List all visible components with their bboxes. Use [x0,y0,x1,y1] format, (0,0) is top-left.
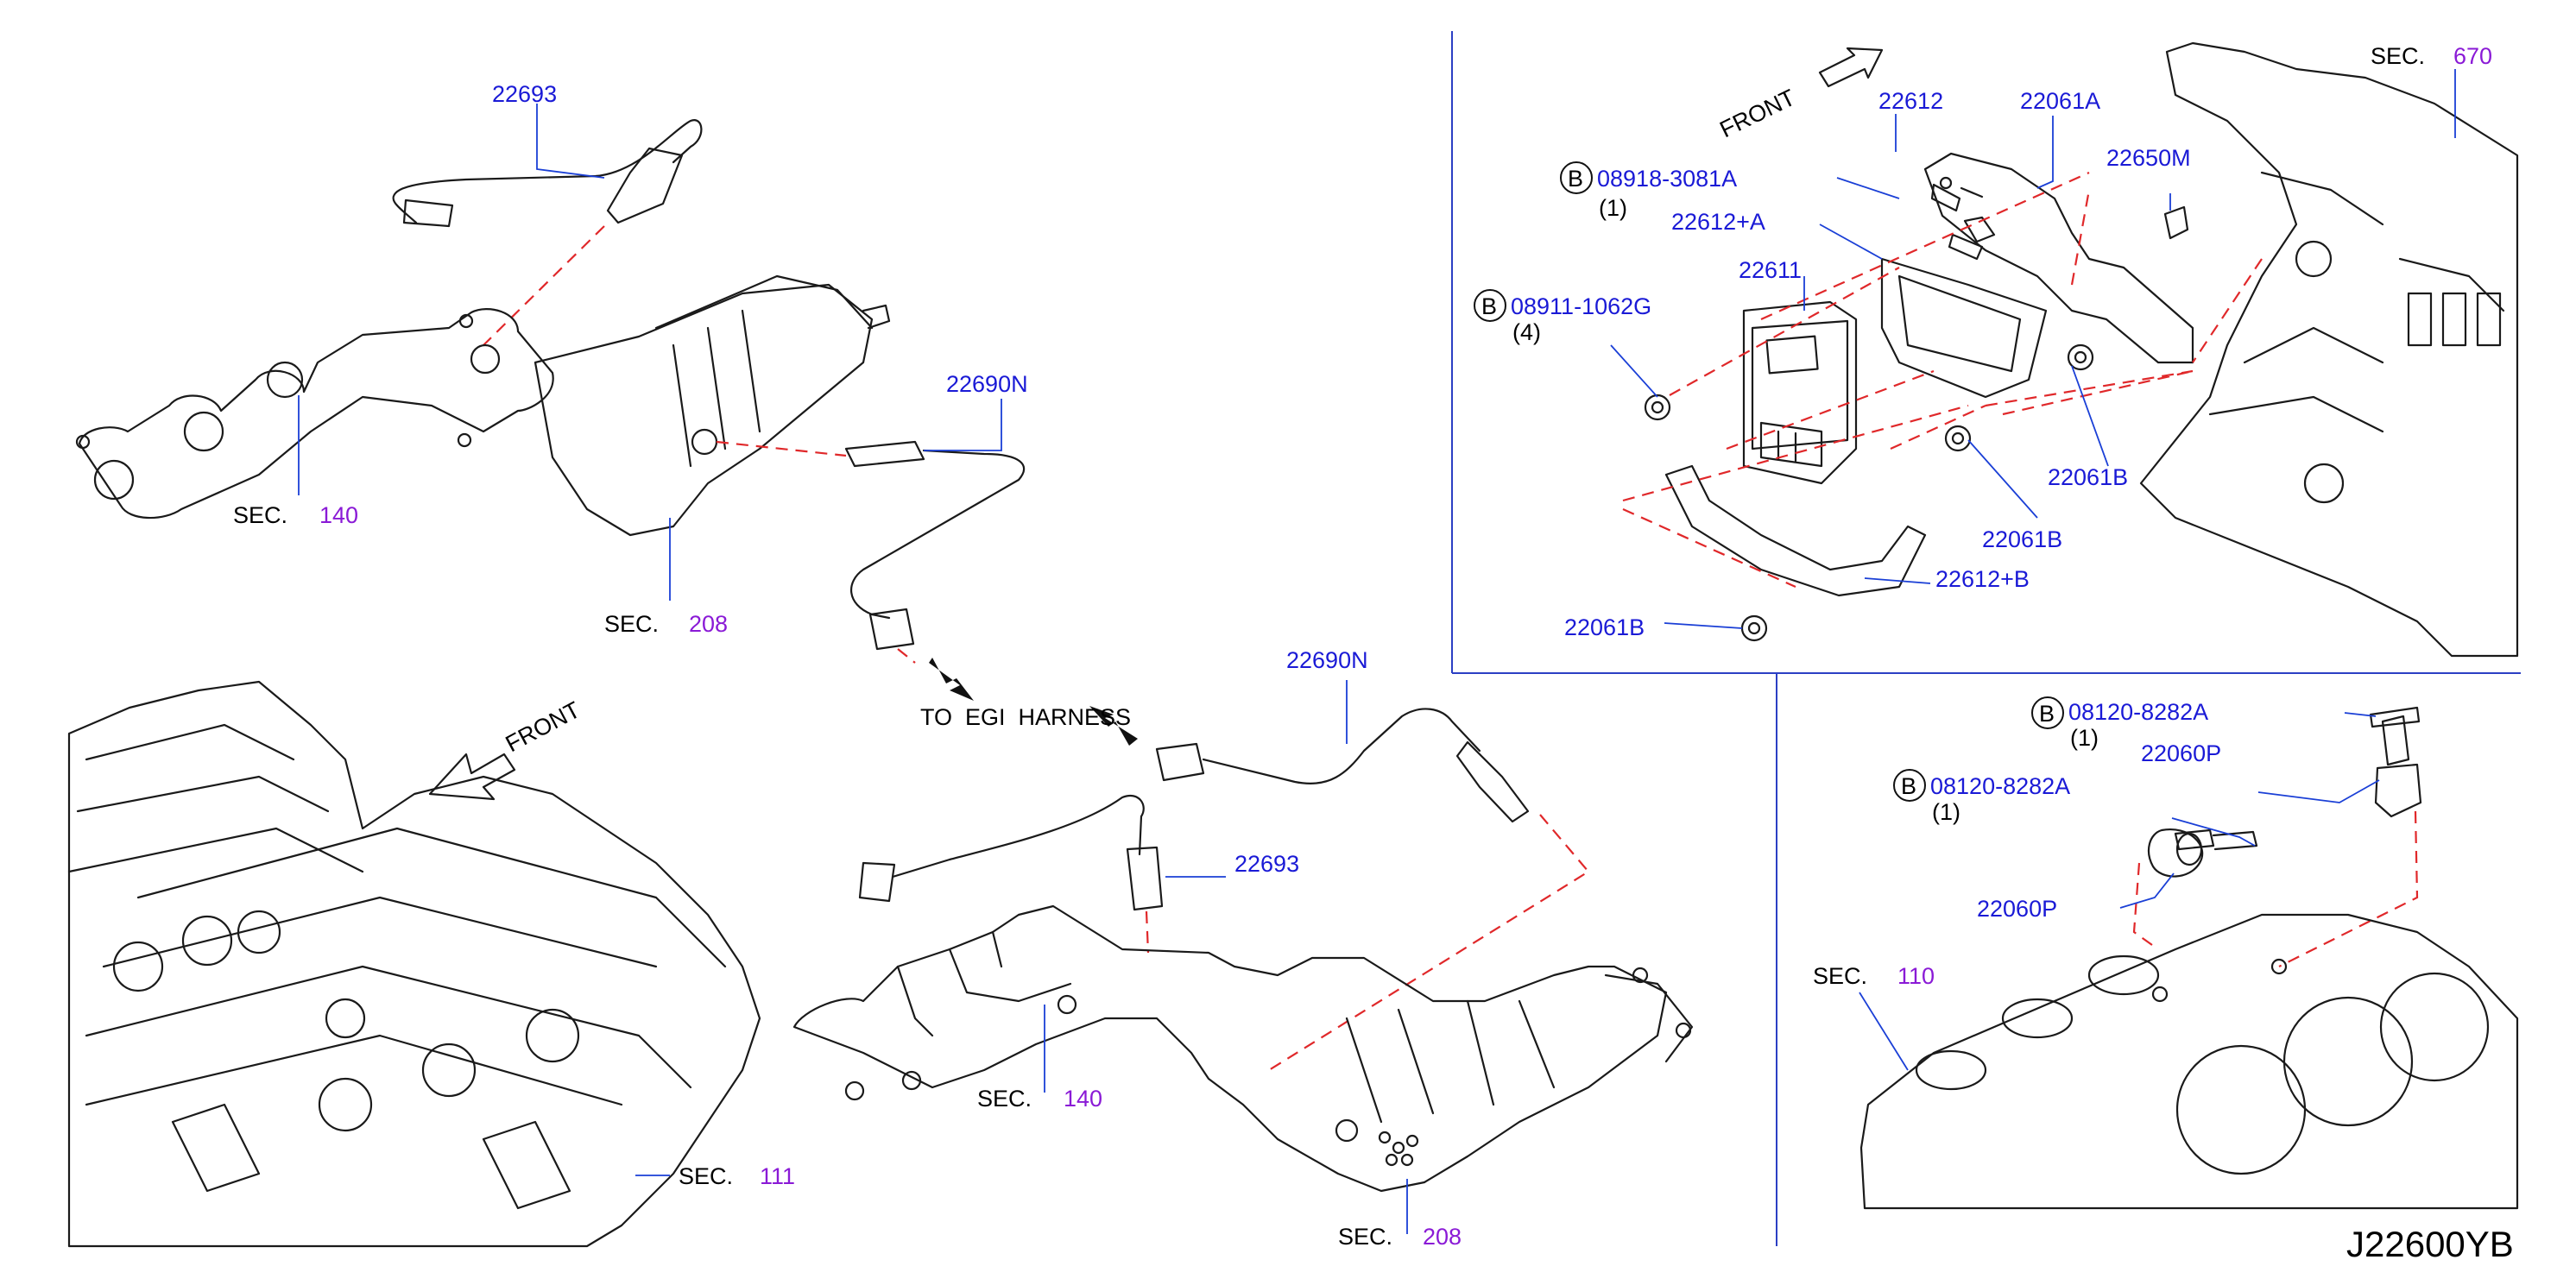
label-22060P-bot: 22060P [1977,896,2057,922]
label-22693-bot: 22693 [1234,851,1299,877]
label-08120-top: 08120-8282A [2068,699,2208,725]
front-arrow-left [428,753,516,801]
bottom-middle-exhaust-assembly [792,680,1694,1234]
label-08120-top-qty: (1) [2070,725,2099,751]
panel-frames [1451,31,2521,1246]
bracket-22612 [1923,152,2194,364]
label-22690N-top: 22690N [946,371,1028,397]
label-sec-670: SEC. [2371,43,2425,69]
catalyst-top [534,283,874,537]
sensor-22690N-body-bot [1455,740,1530,823]
nut-22061B-mid [1944,425,1972,452]
connector-22690N-bot [1155,742,1205,782]
engine-outline [67,680,761,1248]
label-08911-1062G: 08911-1062G [1511,293,1651,319]
front-arrow-right [1818,47,1884,88]
ecm-assembly [1610,41,2519,658]
label-sec-110-num: 110 [1897,963,1935,989]
label-22690N-bot: 22690N [1286,647,1368,673]
label-08918-qty: (1) [1599,195,1627,221]
label-22611: 22611 [1739,257,1802,283]
label-sec-670-num: 670 [2453,43,2492,69]
label-sec-111: SEC. [679,1163,733,1189]
knock-sensor-22060P-top [2374,763,2422,818]
exhaust-and-catalyst-bottom [792,904,1668,1193]
sensor-connector-top [402,198,454,228]
sensor-wire-22690N-top [850,449,1026,620]
bracket-22650M [2163,205,2189,240]
sensor-wire-22690N-bot [1202,708,1481,784]
b-symbol: B [1481,293,1497,319]
ecm-22611 [1742,300,1858,485]
label-22612B: 22612+B [1935,566,2030,592]
label-sec-140-bot-num: 140 [1064,1086,1102,1112]
knock-sensor-assembly [1859,706,2519,1210]
b-symbol: B [1901,773,1916,799]
nut-08911 [1644,394,1671,421]
diagram-code: J22600YB [2346,1224,2514,1264]
nut-22061B-right [2067,343,2094,371]
nut-22061B-left [1740,614,1768,642]
callout-labels: 22693 22690N SEC. 140 SEC. 208 TO EGI HA… [233,43,2514,1264]
sensor-wire-22693-bot [891,795,1145,879]
sensor-22693-body-bot [1126,846,1164,911]
knock-sensor-22060P-bot [2147,828,2204,878]
bolt-08120-top [2381,715,2410,766]
label-08911-qty: (4) [1512,319,1541,345]
firewall-panel [2139,41,2519,658]
label-sec-208-bot: SEC. [1338,1224,1392,1250]
sensor-22693-body-top [606,147,684,224]
label-22061B-mid: 22061B [1982,526,2062,552]
cylinder-block [1859,913,2519,1210]
label-front-left: FRONT [502,696,584,757]
label-front-right: FRONT [1715,85,1799,143]
label-22061A: 22061A [2020,88,2100,114]
engine-block-left [67,680,761,1248]
label-22061B-left: 22061B [1564,614,1645,640]
label-22612A: 22612+A [1671,209,1765,235]
connector-22693-bot [858,861,896,903]
label-sec-140-top: SEC. [233,502,287,528]
label-08120-bot-qty: (1) [1932,799,1960,825]
exhaust-manifold-top [78,308,554,520]
sensor-connector-22690N-top [868,608,915,651]
label-22060P-top: 22060P [2141,740,2221,766]
label-sec-208-bot-num: 208 [1423,1224,1462,1250]
label-sec-140-top-num: 140 [319,502,358,528]
arrow-to-harness-2 [1089,706,1138,746]
arrow-to-harness-1 [929,658,974,701]
label-sec-110: SEC. [1813,963,1867,989]
sensor-22690N-body-top [844,440,925,468]
bracket-22612B [1664,464,1927,597]
label-22612: 22612 [1878,88,1943,114]
label-sec-140-bot: SEC. [977,1086,1032,1112]
label-08918-3081A: 08918-3081A [1597,166,1737,192]
label-sec-208-top: SEC. [604,611,659,637]
label-to-egi-harness: TO EGI HARNESS [920,704,1131,730]
label-22061B-right: 22061B [2048,464,2128,490]
label-sec-208-top-num: 208 [689,611,728,637]
top-left-exhaust-assembly [75,104,1026,701]
b-symbol: B [2039,701,2055,727]
label-22650M: 22650M [2106,145,2191,171]
b-symbol: B [1568,166,1583,192]
label-08120-bot: 08120-8282A [1930,773,2070,799]
bracket-22612A [1880,257,2048,399]
bolt-22061A [1930,183,1961,212]
b-symbols: B B B B [1474,161,2064,802]
label-sec-111-num: 111 [760,1163,795,1189]
label-22693-top: 22693 [492,81,557,107]
